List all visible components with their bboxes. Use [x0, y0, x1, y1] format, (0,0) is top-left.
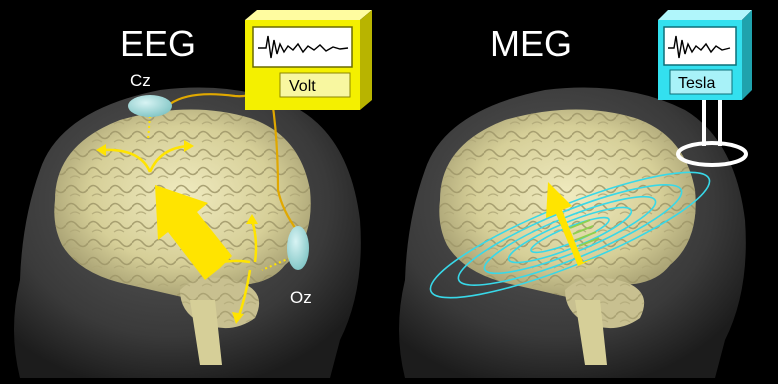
eeg-title: EEG	[120, 23, 196, 64]
electrode-oz-icon	[287, 226, 309, 270]
eeg-panel: EEG Cz Oz Volt	[14, 10, 372, 378]
voltmeter: Volt	[245, 10, 372, 110]
teslameter-unit-label: Tesla	[678, 75, 715, 92]
electrode-cz-icon	[128, 95, 172, 117]
teslameter: Tesla	[658, 10, 752, 100]
meg-panel: MEG Tesla	[399, 10, 752, 378]
meg-title: MEG	[490, 23, 572, 64]
electrode-oz-label: Oz	[290, 288, 312, 307]
electrode-cz-label: Cz	[130, 71, 151, 90]
voltmeter-unit-label: Volt	[289, 78, 316, 95]
